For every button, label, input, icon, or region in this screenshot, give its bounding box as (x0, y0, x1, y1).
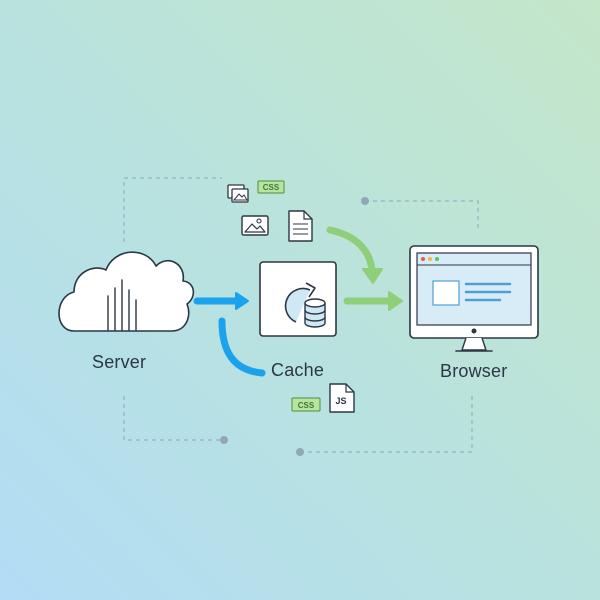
top-assets: CSS (227, 180, 313, 242)
css-badge-top-text: CSS (263, 183, 280, 192)
green-arrows (326, 226, 403, 311)
assets-to-browser-arrow (326, 226, 376, 274)
refresh-icon (284, 282, 316, 323)
js-file-icon: JS (329, 383, 355, 413)
images-stack-icon (227, 184, 249, 203)
connector-browser-top (365, 200, 479, 230)
cache-label: Cache (271, 360, 325, 380)
connector-server-top (123, 177, 222, 242)
image-icon (241, 215, 269, 236)
database-icon (304, 298, 326, 328)
css-badge-bottom-text: CSS (298, 401, 315, 410)
dashed-connectors (123, 177, 479, 453)
bottom-assets: CSS JS (291, 383, 355, 413)
document-icon (288, 210, 313, 242)
server-to-cache-arrow-head (235, 292, 249, 310)
connector-dots (220, 197, 369, 456)
js-file-text: JS (335, 396, 346, 406)
css-badge-top: CSS (257, 180, 285, 194)
browser-monitor-icon (409, 245, 539, 352)
css-badge-bottom: CSS (291, 397, 321, 412)
cache-to-browser-arrow-head (388, 291, 403, 311)
cache-box (259, 261, 337, 337)
connector-dot (361, 197, 369, 205)
connector-dot (220, 436, 228, 444)
connector-browser-bottom (300, 396, 473, 453)
connector-server-bottom (123, 396, 222, 441)
cloud-server-icon (58, 251, 195, 332)
browser-label: Browser (440, 361, 508, 381)
blue-arrows (193, 292, 266, 377)
cache-return-arrow (218, 317, 266, 377)
connector-dot (296, 448, 304, 456)
server-label: Server (92, 352, 147, 372)
assets-to-browser-arrow-head (362, 268, 383, 284)
